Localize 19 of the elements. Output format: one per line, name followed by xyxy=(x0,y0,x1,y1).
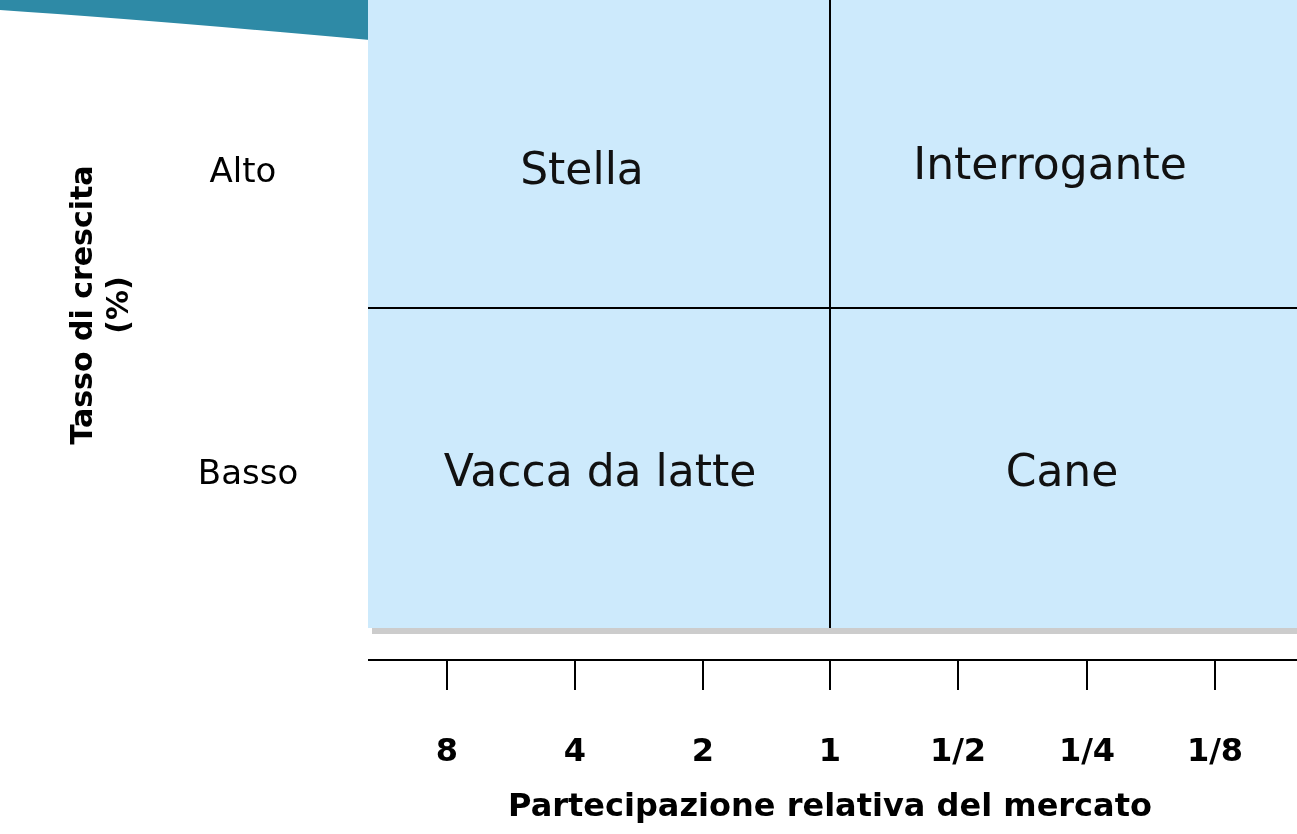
tick-label: 1/2 xyxy=(929,731,987,769)
axis-title: Partecipazione relativa del mercato xyxy=(508,786,1152,824)
tick-label: 2 xyxy=(691,731,715,769)
quadrant-label: Interrogante xyxy=(913,137,1187,189)
quadrant-label: Vacca da latte xyxy=(443,444,757,496)
quadrant-label: Stella xyxy=(520,142,644,194)
matrix-quadrant xyxy=(830,308,1297,628)
quadrant-label: Cane xyxy=(1005,444,1119,496)
matrix-quadrant xyxy=(368,0,830,308)
matrix-quadrant xyxy=(830,0,1297,308)
matrix-quadrant xyxy=(368,308,830,628)
tick-label: 4 xyxy=(563,731,587,769)
tick-label: 1/8 xyxy=(1186,731,1244,769)
axis-label: Alto xyxy=(209,150,277,190)
tick-label: 1 xyxy=(818,731,842,769)
axis-title: Tasso di crescita (%) xyxy=(64,164,136,447)
tick-label: 1/4 xyxy=(1058,731,1116,769)
tick-label: 8 xyxy=(435,731,459,769)
axis-label: Basso xyxy=(197,452,299,492)
